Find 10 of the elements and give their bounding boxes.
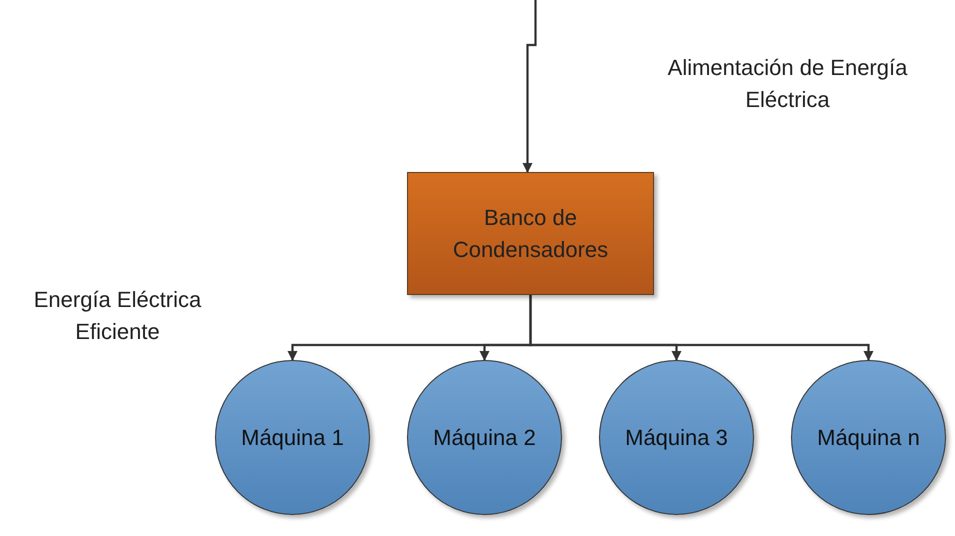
node-label: Banco de Condensadores	[452, 204, 610, 264]
node-label: Máquina 3	[625, 424, 728, 450]
node-label: Máquina 2	[433, 424, 536, 450]
process-box	[407, 172, 654, 295]
connector-arrow	[522, 0, 537, 173]
connector-arrow	[529, 295, 874, 361]
node-label: Máquina 1	[241, 424, 344, 450]
annotation-text: Alimentación de Energía Eléctrica	[666, 54, 908, 114]
node-label: Máquina n	[817, 424, 920, 450]
annotation-text: Energía Eléctrica Eficiente	[32, 286, 202, 346]
